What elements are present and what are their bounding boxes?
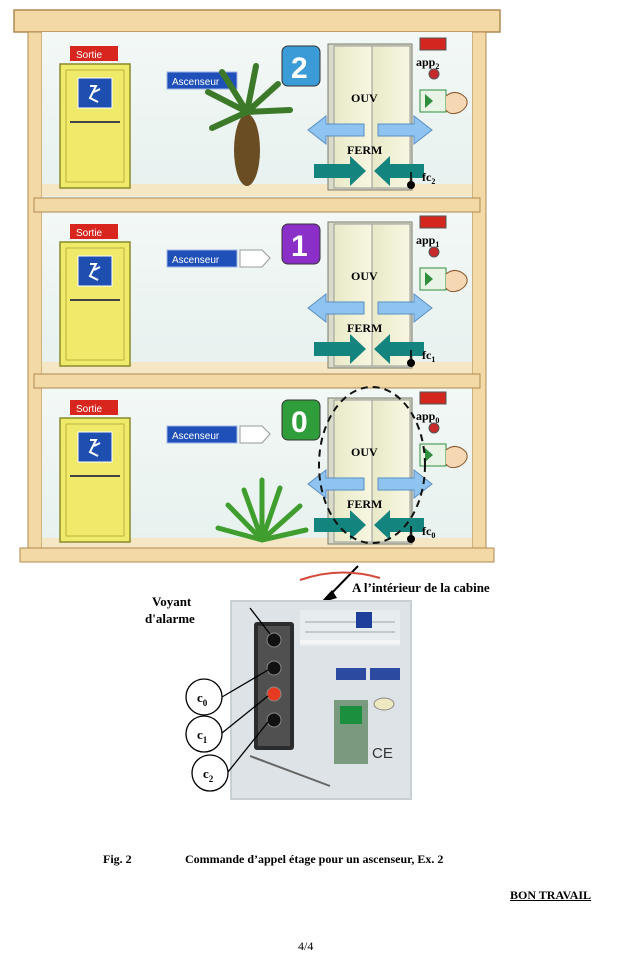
ce-mark: CE [372,745,393,762]
floor-display [420,216,446,228]
callout-c2: c2 [192,755,228,791]
voyant-label: Voyant [152,594,192,609]
exit-pictogram-icon [78,256,112,286]
sortie-label: Sortie [76,228,103,239]
figure-title: Commande d’appel étage pour un ascenseur… [185,852,443,866]
page-number: 4/4 [298,939,313,954]
exit-pictogram-icon [78,432,112,462]
alarme-label: d'alarme [145,611,195,626]
ferm-label: FERM [347,497,382,511]
bon-travail: BON TRAVAIL [510,888,591,903]
cabin-title: A l’intérieur de la cabine [352,580,490,595]
floor-number: 0 [291,406,308,439]
ferm-label: FERM [347,143,382,157]
ascenseur-label: Ascenseur [172,255,220,266]
floor-display [420,392,446,404]
ouv-label: OUV [351,269,378,283]
cabin-swoosh [300,572,380,580]
ascenseur-label: Ascenseur [172,77,220,88]
floor-number: 1 [291,230,308,263]
ouv-label: OUV [351,91,378,105]
sortie-label: Sortie [76,404,103,415]
callout-c0: c0 [186,679,222,715]
ouv-label: OUV [351,445,378,459]
floor-display [420,38,446,50]
figure-number: Fig. 2 [103,852,185,867]
callout-c1: c1 [186,716,222,752]
cabin-panel-photo [230,600,412,800]
ferm-label: FERM [347,321,382,335]
figure-caption: Fig. 2Commande d’appel étage pour un asc… [103,852,443,867]
exit-pictogram-icon [78,78,112,108]
sortie-label: Sortie [76,50,103,61]
floor-number: 2 [291,52,308,85]
ascenseur-label: Ascenseur [172,431,220,442]
